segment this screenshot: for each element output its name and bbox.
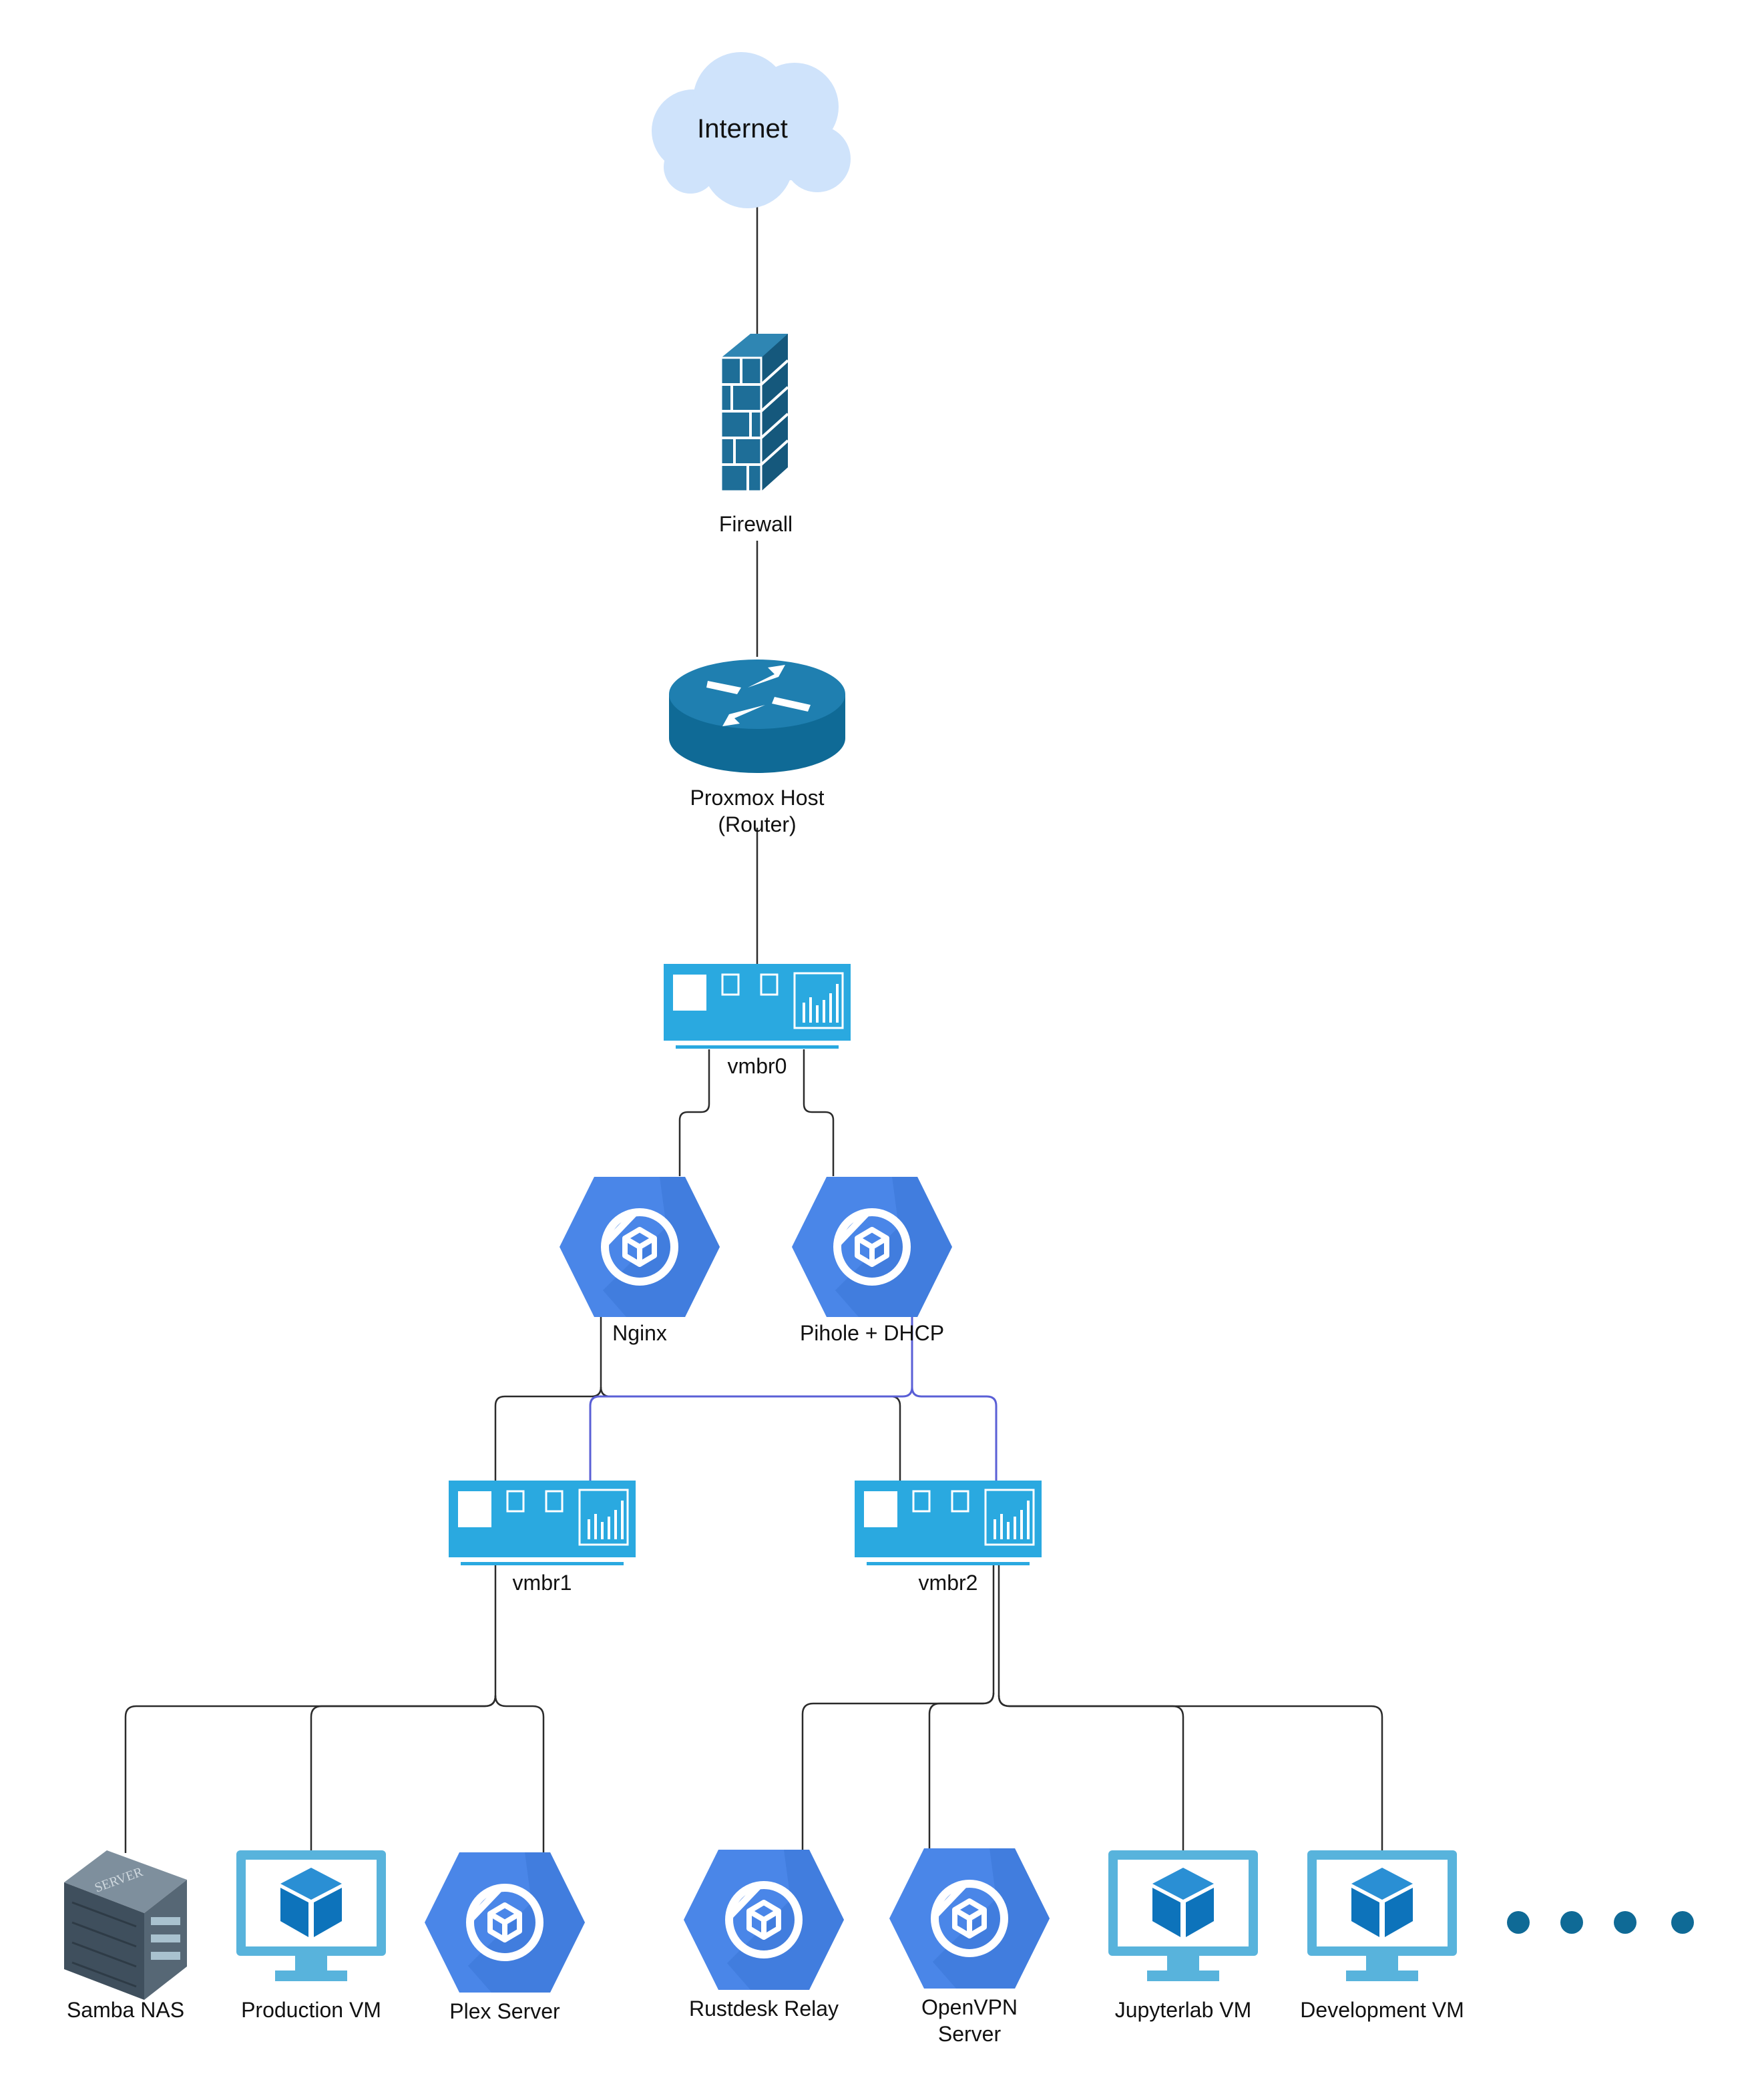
vmbr2-label: vmbr2 xyxy=(919,1571,978,1595)
nginx-label: Nginx xyxy=(612,1321,667,1345)
router-node: Proxmox Host (Router) xyxy=(669,660,845,836)
vmbr0-label: vmbr0 xyxy=(728,1054,787,1078)
plex-label: Plex Server xyxy=(449,1999,560,2023)
samba-node: SERVER Samba NAS xyxy=(64,1850,187,2022)
vmbr0-node: vmbr0 xyxy=(662,963,852,1078)
production-vm-label: Production VM xyxy=(241,1998,381,2022)
cloud-icon xyxy=(652,52,851,208)
development-vm-node: Development VM xyxy=(1300,1850,1464,2022)
internet-label: Internet xyxy=(697,114,788,144)
monitor-vm-icon xyxy=(236,1850,386,1981)
compute-engine-icon xyxy=(560,1177,720,1317)
switch-icon xyxy=(447,1479,637,1567)
rustdesk-label: Rustdesk Relay xyxy=(689,1997,839,2021)
production-vm-node: Production VM xyxy=(236,1850,386,2022)
monitor-vm-icon xyxy=(1108,1850,1258,1981)
monitor-vm-icon xyxy=(1307,1850,1457,1981)
samba-label: Samba NAS xyxy=(67,1998,184,2022)
firewall-node: Firewall xyxy=(719,334,793,536)
switch-icon xyxy=(662,963,852,1050)
pihole-label: Pihole + DHCP xyxy=(800,1321,944,1345)
development-vm-label: Development VM xyxy=(1300,1998,1464,2022)
internet-cloud: Internet xyxy=(652,52,851,208)
vmbr1-label: vmbr1 xyxy=(513,1571,572,1595)
pihole-node: Pihole + DHCP xyxy=(792,1177,952,1345)
openvpn-node: OpenVPN Server xyxy=(889,1848,1050,2046)
firewall-icon xyxy=(720,334,789,493)
nginx-node: Nginx xyxy=(560,1177,720,1345)
firewall-label: Firewall xyxy=(719,512,793,536)
vmbr2-node: vmbr2 xyxy=(853,1479,1043,1595)
vmbr1-node: vmbr1 xyxy=(447,1479,637,1595)
router-label-line2: (Router) xyxy=(718,812,796,836)
compute-engine-icon xyxy=(889,1848,1050,1989)
router-icon xyxy=(669,660,845,773)
compute-engine-icon xyxy=(684,1850,844,1990)
openvpn-label-line2: Server xyxy=(938,2022,1002,2046)
server-rack-icon: SERVER xyxy=(64,1850,187,2000)
plex-node: Plex Server xyxy=(425,1852,585,2023)
ellipsis-icon xyxy=(1507,1911,1694,1934)
rustdesk-node: Rustdesk Relay xyxy=(684,1850,844,2021)
connection-lines xyxy=(124,200,1383,1853)
compute-engine-icon xyxy=(792,1177,952,1317)
jupyterlab-vm-label: Jupyterlab VM xyxy=(1115,1998,1252,2022)
jupyterlab-vm-node: Jupyterlab VM xyxy=(1108,1850,1258,2022)
compute-engine-icon xyxy=(425,1852,585,1993)
router-label-line1: Proxmox Host xyxy=(690,786,825,810)
openvpn-label-line1: OpenVPN xyxy=(921,1995,1018,2019)
switch-icon xyxy=(853,1479,1043,1567)
